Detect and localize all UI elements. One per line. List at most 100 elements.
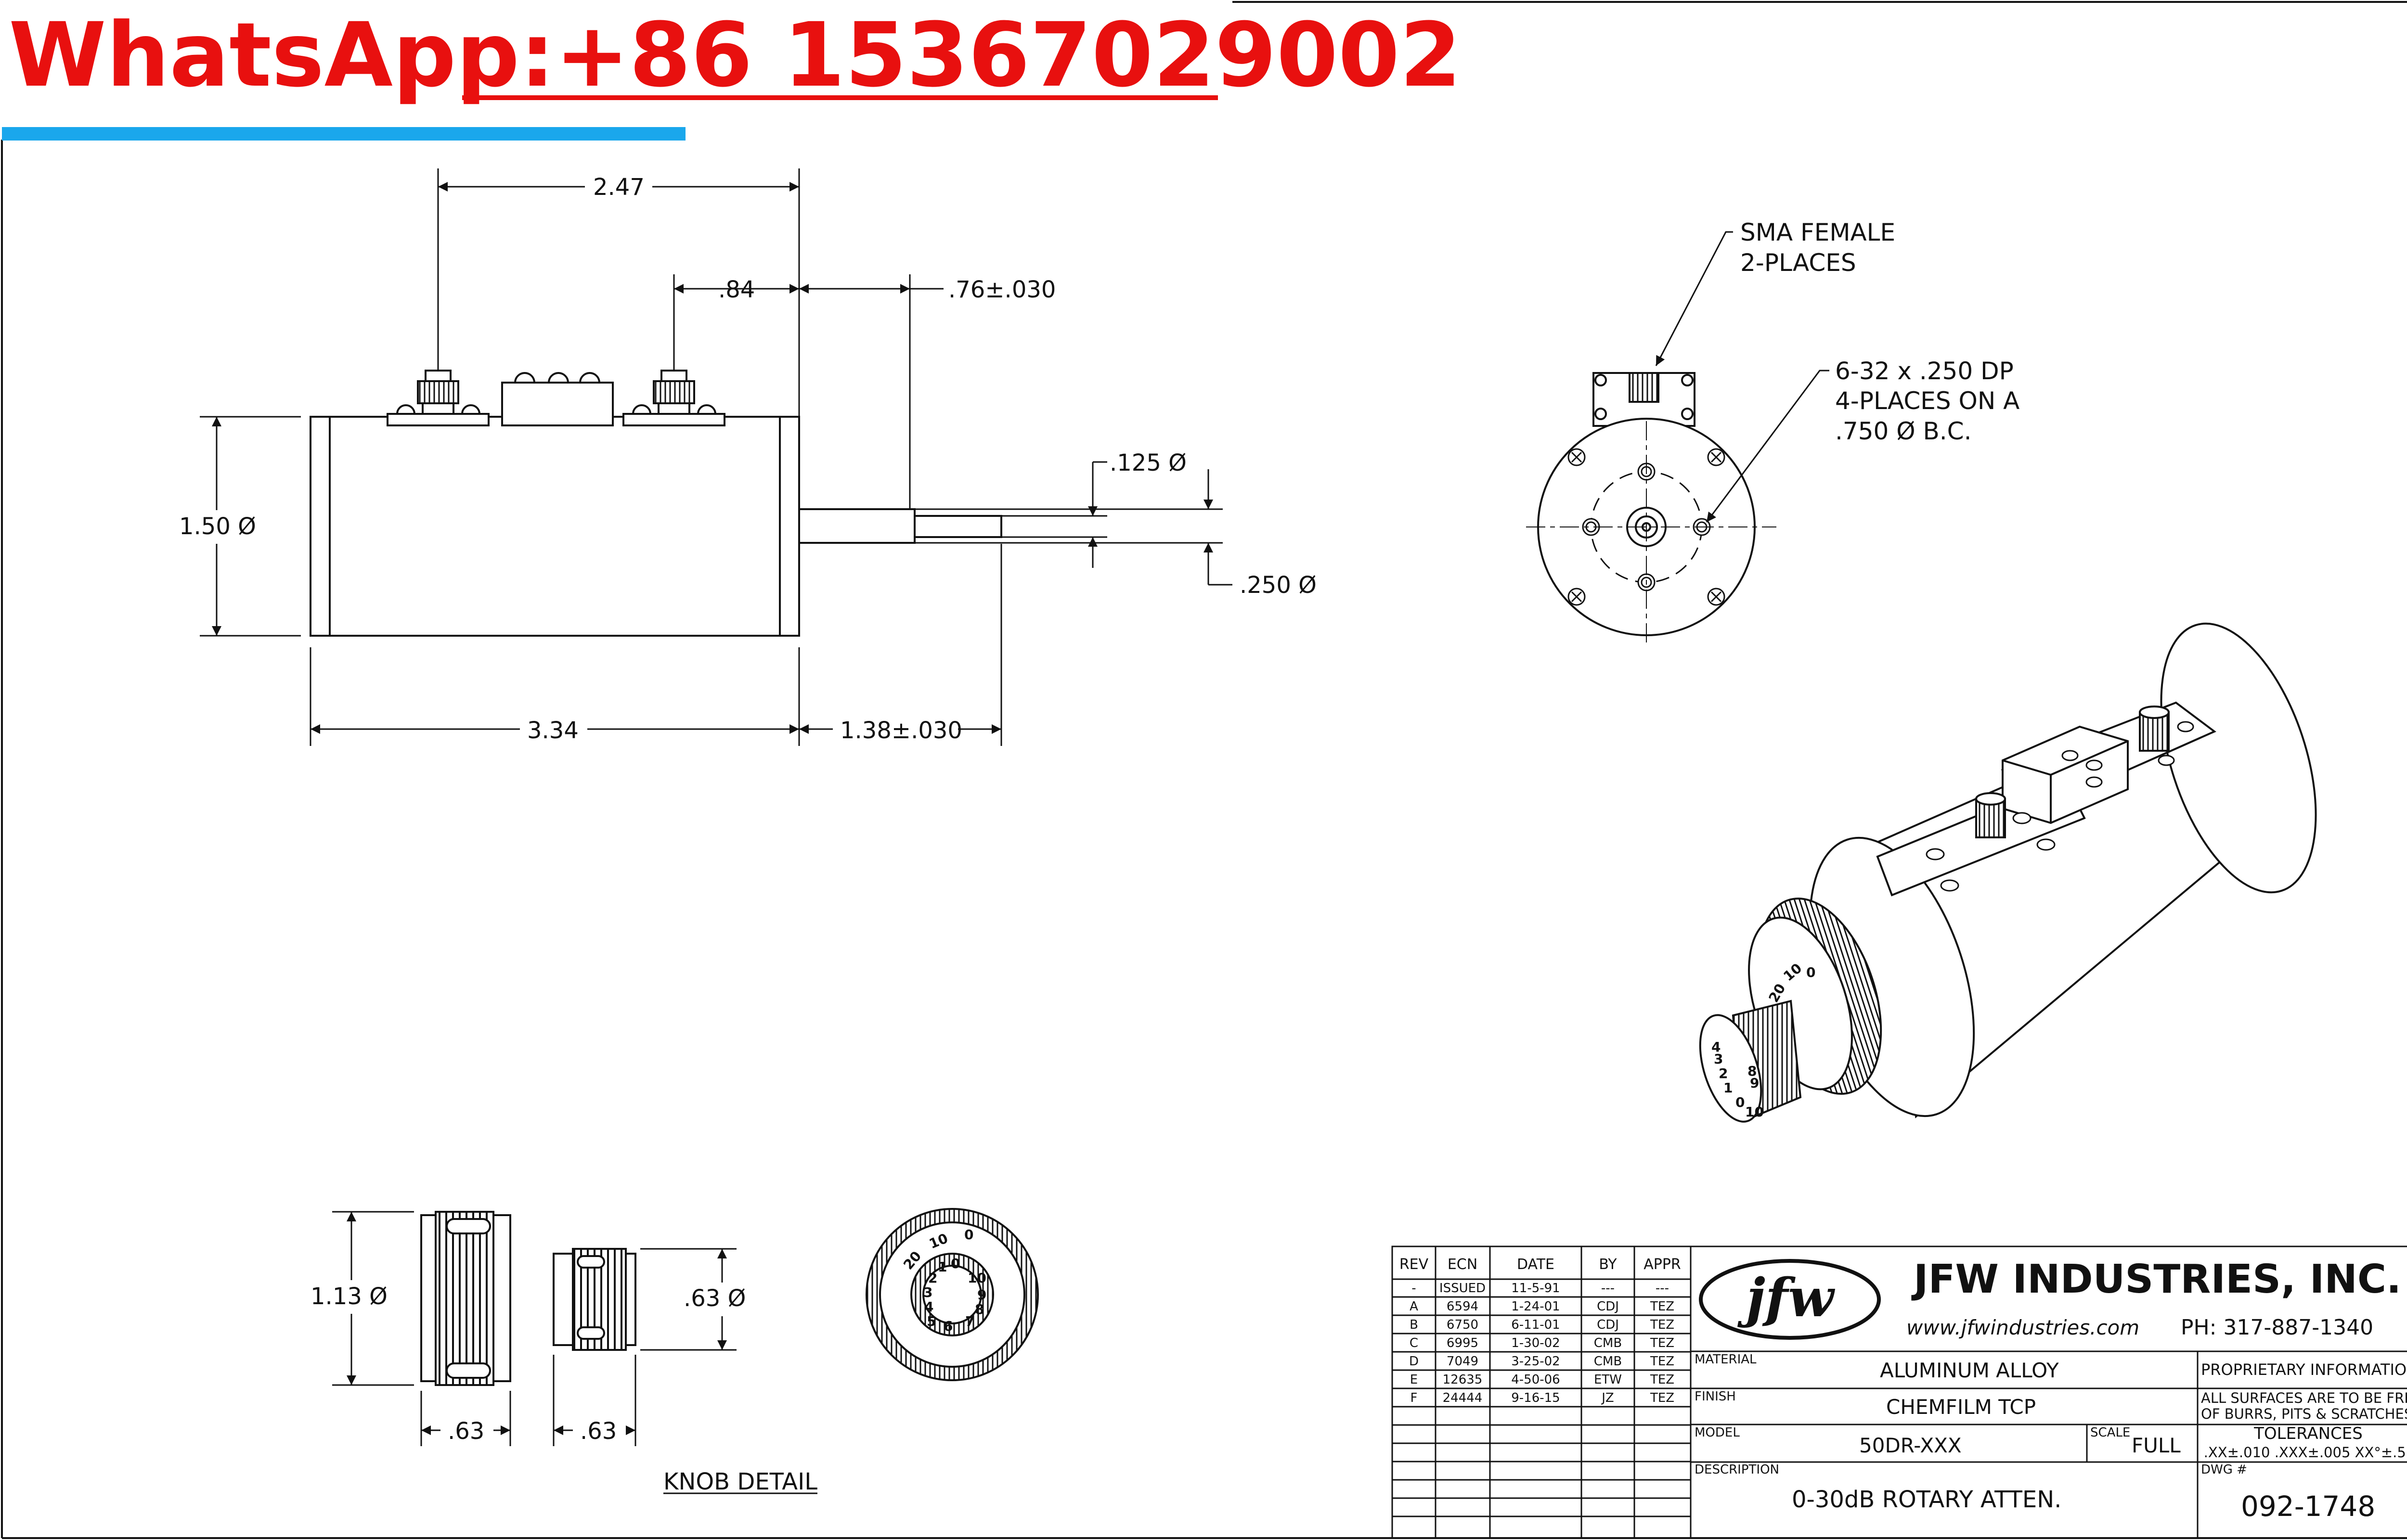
material-label: MATERIAL xyxy=(1695,1352,1757,1367)
dim-0-63-large-knob: .63 xyxy=(448,1418,484,1445)
dim-0-63-small-knob: .63 xyxy=(580,1418,617,1445)
finish-value: CHEMFILM TCP xyxy=(1886,1395,2036,1419)
banner-blue-bar xyxy=(2,127,686,141)
knob-inner-5: 5 xyxy=(927,1313,936,1329)
finish-label: FINISH xyxy=(1695,1389,1736,1404)
iso-inner-1: 1 xyxy=(1723,1080,1733,1096)
dim-1-13-dia: 1.13 Ø xyxy=(311,1283,388,1310)
large-knob-slot-bottom xyxy=(446,1362,491,1379)
rev-cell: --- xyxy=(1601,1281,1615,1296)
revision-row: F 24444 9-16-15 JZ TEZ xyxy=(1411,1391,1675,1405)
rev-cell: 4-50-06 xyxy=(1511,1373,1560,1387)
rev-cell: 9-16-15 xyxy=(1511,1391,1560,1405)
revision-row: D 7049 3-25-02 CMB TEZ xyxy=(1409,1354,1674,1369)
rev-cell: TEZ xyxy=(1650,1336,1674,1350)
rev-cell: 11-5-91 xyxy=(1511,1281,1560,1296)
material-value: ALUMINUM ALLOY xyxy=(1880,1359,2059,1382)
iso-inner-4: 4 xyxy=(1711,1039,1721,1055)
knob-inner-7: 7 xyxy=(965,1313,974,1329)
rev-cell: B xyxy=(1410,1318,1418,1332)
rev-cell: 12635 xyxy=(1443,1373,1483,1387)
whatsapp-number[interactable]: +86 15367029002 xyxy=(555,4,1462,107)
iso-sma-right xyxy=(2139,706,2170,752)
small-knob-collar xyxy=(553,1253,574,1346)
iso-inner-3: 3 xyxy=(1714,1051,1723,1067)
rev-cell: D xyxy=(1409,1354,1419,1369)
small-knob-slot-bottom xyxy=(577,1326,605,1340)
isometric-view xyxy=(1699,622,2317,1123)
rev-cell: 3-25-02 xyxy=(1511,1354,1560,1369)
iso-inner-2: 2 xyxy=(1719,1065,1728,1081)
dwg-number-label: DWG # xyxy=(2201,1463,2247,1477)
knob-inner-2: 2 xyxy=(928,1270,937,1286)
rev-cell: TEZ xyxy=(1650,1299,1674,1314)
whatsapp-number-underline xyxy=(462,95,1218,100)
company-phone: PH: 317-887-1340 xyxy=(2181,1315,2373,1340)
rev-header-ecn: ECN xyxy=(1448,1256,1477,1273)
knob-inner-9: 9 xyxy=(977,1287,986,1303)
revision-row: - ISSUED 11-5-91 --- --- xyxy=(1411,1281,1669,1296)
end-view-notes: SMA FEMALE 2-PLACES 6-32 x .250 DP 4-PLA… xyxy=(1655,218,2019,523)
dim-2-47: 2.47 xyxy=(593,174,645,201)
dim-0-63-dia: .63 Ø xyxy=(684,1285,746,1312)
dim-0-250-dia: .250 Ø xyxy=(1240,572,1317,599)
jfw-logo: jfw xyxy=(1737,1267,1835,1329)
tolerances-label: TOLERANCES xyxy=(2253,1424,2363,1443)
dim-3-34: 3.34 xyxy=(527,717,579,744)
title-block: jfw JFW INDUSTRIES, INC. www.jfwindustri… xyxy=(1690,1245,2407,1539)
rev-cell: 6594 xyxy=(1447,1299,1478,1314)
switch-housing xyxy=(501,382,614,426)
rev-header-rev: REV xyxy=(1399,1256,1429,1273)
rev-cell: CDJ xyxy=(1597,1299,1619,1314)
iso-inner-dial xyxy=(1699,1014,1762,1123)
sma-connector-right xyxy=(653,370,695,415)
rev-cell: 6-11-01 xyxy=(1511,1318,1560,1332)
shaft-stub xyxy=(798,508,916,544)
side-view-dimension-text: 2.47 .84 .76±.030 1.50 Ø 3.34 1.38±.030 … xyxy=(177,171,1317,745)
revision-row: A 6594 1-24-01 CDJ TEZ xyxy=(1410,1299,1674,1314)
knob-inner-0: 0 xyxy=(951,1256,960,1271)
revision-headers: REV ECN DATE BY APPR xyxy=(1399,1256,1681,1273)
company-website[interactable]: www.jfwindustries.com xyxy=(1906,1316,2139,1339)
left-end-flange xyxy=(310,416,331,637)
rev-cell: E xyxy=(1410,1373,1418,1387)
dim-1-50-dia: 1.50 Ø xyxy=(179,513,256,540)
jfw-logo-oval xyxy=(1699,1259,1881,1340)
surfaces-note-1: ALL SURFACES ARE TO BE FREE xyxy=(2201,1390,2407,1406)
company-name: JFW INDUSTRIES, INC. xyxy=(1911,1257,2401,1302)
dim-0-76: .76±.030 xyxy=(948,276,1056,303)
rev-cell: 6995 xyxy=(1447,1336,1478,1350)
rev-cell: 7049 xyxy=(1447,1354,1478,1369)
model-value: 50DR-XXX xyxy=(1859,1434,1962,1457)
description-label: DESCRIPTION xyxy=(1695,1463,1779,1477)
revision-row: B 6750 6-11-01 CDJ TEZ xyxy=(1410,1318,1674,1332)
end-view xyxy=(1526,372,1776,645)
centerlines xyxy=(1526,421,1776,645)
rev-header-appr: APPR xyxy=(1643,1256,1681,1273)
face-screws xyxy=(1567,448,1725,606)
rev-cell: A xyxy=(1410,1299,1418,1314)
connector-plate-left xyxy=(387,413,490,426)
rev-cell: TEZ xyxy=(1650,1391,1674,1405)
iso-inner-9: 9 xyxy=(1750,1075,1759,1091)
rev-cell: 6750 xyxy=(1447,1318,1478,1332)
dial-center xyxy=(922,1265,982,1324)
iso-inner-0: 0 xyxy=(1735,1094,1745,1110)
scale-value: FULL xyxy=(2132,1434,2181,1457)
rev-cell: F xyxy=(1411,1391,1418,1405)
knob-inner-6: 6 xyxy=(944,1318,953,1334)
connector-plate-right xyxy=(622,413,725,426)
proprietary-notice: PROPRIETARY INFORMATION xyxy=(2201,1360,2407,1379)
iso-sma-left xyxy=(1975,792,2006,838)
scale-label: SCALE xyxy=(2090,1425,2130,1440)
rev-cell: CMB xyxy=(1594,1336,1622,1350)
knob-dial-0: 0 xyxy=(964,1227,973,1243)
large-knob-face xyxy=(492,1214,511,1382)
attenuator-body xyxy=(310,416,800,637)
rev-header-by: BY xyxy=(1599,1256,1617,1273)
dwg-number: 092-1748 xyxy=(2241,1490,2375,1523)
side-view xyxy=(310,370,1002,637)
right-end-flange xyxy=(779,416,800,637)
rev-cell: CDJ xyxy=(1597,1318,1619,1332)
knob-detail-text: 1.13 Ø .63 Ø .63 .63 KNOB DETAIL xyxy=(308,1280,817,1495)
